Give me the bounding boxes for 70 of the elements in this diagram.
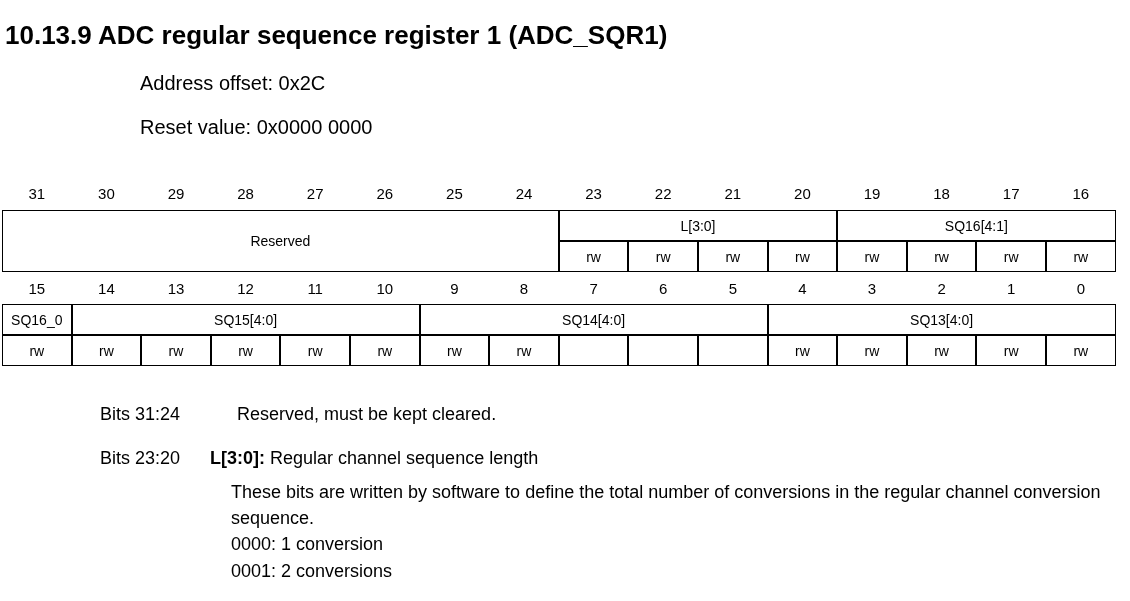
access-type: rw [2, 335, 72, 366]
access-type: rw [906, 241, 977, 272]
field-name: Reserved [2, 210, 559, 272]
bit-range: Bits 23:20 [100, 448, 181, 469]
field-name: SQ13[4:0] [767, 304, 1116, 335]
bit-number: 6 [658, 280, 669, 299]
bit-number: 15 [27, 280, 47, 299]
field-name: L[3:0] [558, 210, 838, 241]
bit-number: 27 [305, 185, 325, 204]
access-type: rw [628, 241, 698, 272]
bit-number: 5 [727, 280, 738, 299]
bit-number: 10 [375, 280, 395, 299]
access-type: rw [698, 241, 768, 272]
bit-range: Bits 31:24 [100, 404, 181, 425]
access-type: rw [350, 335, 420, 366]
description-paragraph: These bits are written by software to define the total number of conversions in the regular channel conversion sequence. [231, 481, 1101, 530]
bit-number: 8 [518, 280, 530, 299]
bit-number: 14 [97, 280, 116, 299]
access-type: rw [767, 335, 838, 366]
bit-number: 28 [236, 185, 255, 204]
bit-number: 20 [793, 185, 812, 204]
bit-number: 31 [27, 185, 47, 204]
field-name: SQ14[4:0] [419, 304, 768, 335]
access-type: rw [558, 241, 629, 272]
value-description: 0000: 1 conversion [231, 534, 384, 555]
bit-number: 19 [862, 185, 882, 204]
access-type: rw [976, 241, 1046, 272]
reset-value-text: Reset value: 0x0000 0000 [140, 116, 373, 139]
access-type: rw [1046, 241, 1116, 272]
bit-number: 23 [584, 185, 603, 204]
bit-number: 12 [236, 280, 255, 299]
bit-number: 9 [449, 280, 460, 299]
access-type: rw [906, 335, 977, 366]
bit-number: 11 [306, 280, 324, 299]
access-type: rw [1046, 335, 1116, 366]
bit-number: 30 [97, 185, 116, 204]
bit-number: 0 [1075, 280, 1086, 299]
field-name: SQ16_0 [2, 304, 72, 335]
field-description: L[3:0]: Regular channel sequence length [210, 448, 539, 469]
bit-number: 22 [653, 185, 673, 204]
value-description: 0001: 2 conversions [231, 561, 393, 582]
bit-number: 25 [445, 185, 464, 204]
bit-number: 3 [866, 280, 878, 299]
access-type: rw [210, 335, 281, 366]
address-offset-text: Address offset: 0x2C [140, 72, 326, 95]
bit-number: 26 [375, 185, 395, 204]
bit-number: 17 [1001, 185, 1021, 204]
field-name: SQ15[4:0] [71, 304, 420, 335]
access-type: rw [71, 335, 142, 366]
bit-number: 7 [588, 280, 599, 299]
field-description: Reserved, must be kept cleared. [237, 404, 497, 425]
field-name: SQ16[4:1] [837, 210, 1116, 241]
bit-number: 16 [1071, 185, 1091, 204]
access-type: rw [767, 241, 838, 272]
bit-number: 18 [932, 185, 951, 204]
access-type: rw [419, 335, 490, 366]
access-type: rw [837, 335, 907, 366]
access-type: rw [141, 335, 211, 366]
access-type: rw [976, 335, 1046, 366]
bit-number: 4 [797, 280, 808, 299]
access-type: rw [837, 241, 907, 272]
bit-number: 29 [166, 185, 186, 204]
bit-number: 24 [514, 185, 534, 204]
bit-number: 2 [936, 280, 947, 299]
section-heading: 10.13.9 ADC regular sequence register 1 (ADC_SQR1) [5, 20, 668, 51]
bit-number: 13 [166, 280, 186, 299]
bit-number: 1 [1006, 280, 1017, 299]
access-type: rw [280, 335, 350, 366]
bit-number: 21 [723, 185, 743, 204]
access-type: rw [489, 335, 559, 366]
